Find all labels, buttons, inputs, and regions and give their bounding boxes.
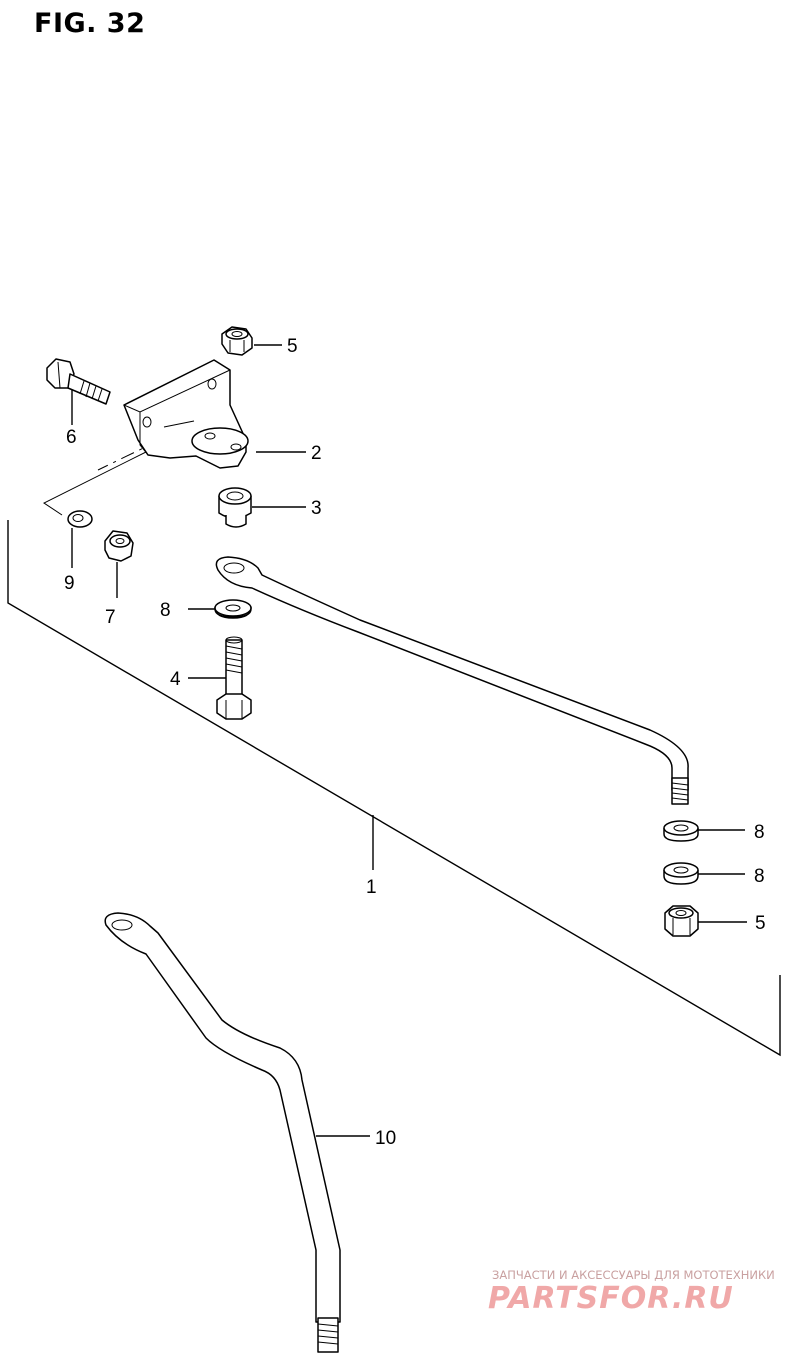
washer-8-lower-1 bbox=[663, 820, 699, 842]
nut-7 bbox=[104, 530, 134, 562]
callout-5-bottom: 5 bbox=[755, 913, 766, 934]
callout-9: 9 bbox=[64, 573, 75, 594]
nut-5-top bbox=[221, 326, 253, 356]
callout-2: 2 bbox=[311, 443, 322, 464]
callout-10: 10 bbox=[375, 1128, 396, 1149]
watermark-tagline: ЗАПЧАСТИ И АКСЕССУАРЫ ДЛЯ МОТОТЕХНИКИ bbox=[492, 1268, 775, 1282]
figure-title: FIG. 32 bbox=[34, 8, 146, 39]
washer-8-lower-2 bbox=[663, 862, 699, 885]
callout-3: 3 bbox=[311, 498, 322, 519]
callout-4: 4 bbox=[170, 669, 181, 690]
callout-6: 6 bbox=[66, 427, 77, 448]
callout-8-lower-1: 8 bbox=[754, 822, 765, 843]
leader-lines bbox=[71, 344, 747, 1137]
nut-5-bottom bbox=[664, 905, 699, 937]
bushing-3 bbox=[218, 487, 252, 528]
rod-10 bbox=[104, 912, 341, 1353]
washer-9 bbox=[67, 510, 93, 528]
watermark-logo: PARTSFOR.RU bbox=[488, 1281, 734, 1316]
rod-1 bbox=[215, 556, 689, 805]
bolt-4 bbox=[216, 636, 252, 720]
callout-1: 1 bbox=[366, 877, 377, 898]
washer-8-upper bbox=[214, 599, 252, 619]
callout-5-top: 5 bbox=[287, 336, 298, 357]
callout-8-lower-2: 8 bbox=[754, 866, 765, 887]
callout-8-upper: 8 bbox=[160, 600, 171, 621]
bolt-6 bbox=[46, 358, 111, 405]
bracket-2 bbox=[123, 359, 249, 469]
callout-7: 7 bbox=[105, 607, 116, 628]
